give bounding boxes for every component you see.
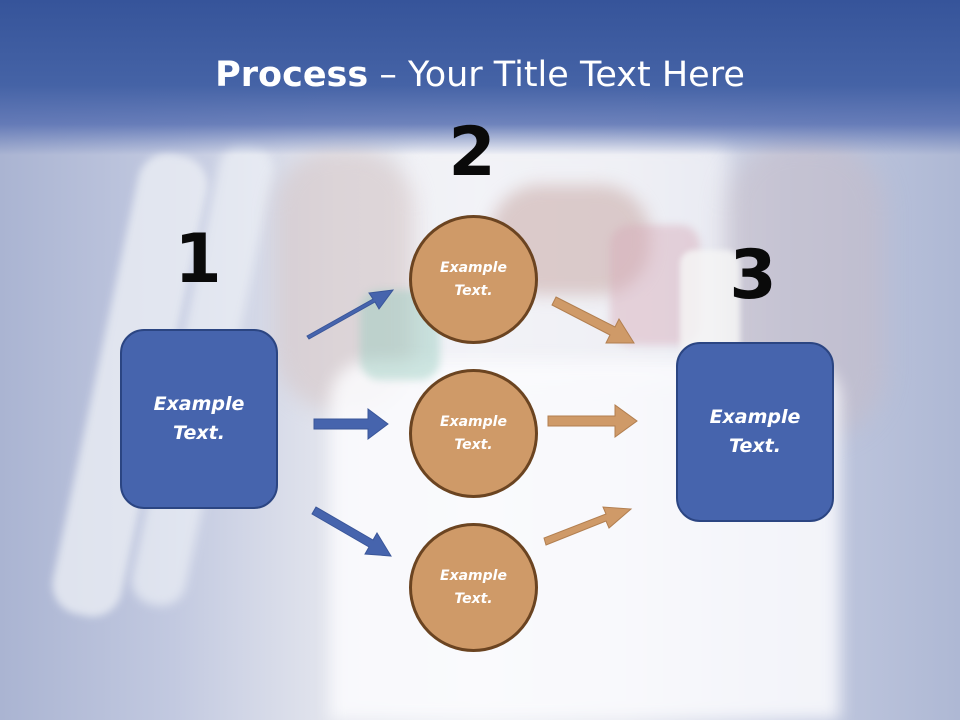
arrow-tan-right	[547, 404, 638, 438]
title-bar	[0, 0, 960, 155]
arrow-tan-up-right	[543, 506, 633, 546]
step-box-left-label: Example Text.	[153, 393, 245, 444]
step-number-2: 2	[448, 113, 496, 192]
tan-arrows	[543, 296, 638, 546]
arrow-up-right	[306, 289, 395, 340]
step-circle-bottom-label: Example Text.	[440, 567, 507, 607]
arrow-down-right	[311, 506, 392, 557]
blue-arrows	[306, 289, 395, 557]
step-box-right: Example Text.	[676, 342, 834, 522]
step-box-right-label: Example Text.	[709, 406, 801, 457]
arrow-tan-down-right	[551, 296, 635, 344]
title-rest: – Your Title Text Here	[368, 55, 745, 95]
step-circle-top-label: Example Text.	[440, 259, 507, 299]
title-strong: Process	[215, 55, 369, 95]
step-circle-top: Example Text.	[409, 215, 538, 344]
arrow-right	[313, 408, 389, 440]
step-number-3: 3	[729, 236, 777, 315]
slide-title: Process – Your Title Text Here	[0, 52, 960, 98]
step-circle-bottom: Example Text.	[409, 523, 538, 652]
step-circle-middle: Example Text.	[409, 369, 538, 498]
step-number-1: 1	[174, 220, 222, 299]
step-box-left: Example Text.	[120, 329, 278, 509]
background-wrist-wrap	[680, 250, 740, 360]
step-circle-middle-label: Example Text.	[440, 413, 507, 453]
